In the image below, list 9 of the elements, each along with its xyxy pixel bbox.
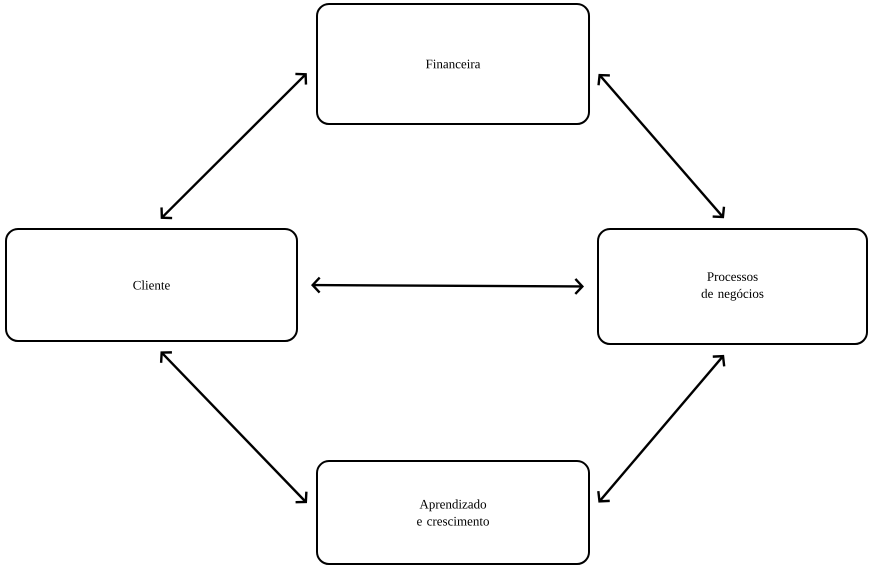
arrow [160,72,308,220]
arrow [597,354,726,503]
process-box: Cliente [5,228,298,342]
arrow [311,276,584,295]
arrow [160,351,308,504]
process-box: Aprendizado e crescimento [316,460,590,565]
arrow [597,74,726,218]
process-box: Financeira [316,3,590,125]
process-box: Processos de negócios [597,228,868,345]
